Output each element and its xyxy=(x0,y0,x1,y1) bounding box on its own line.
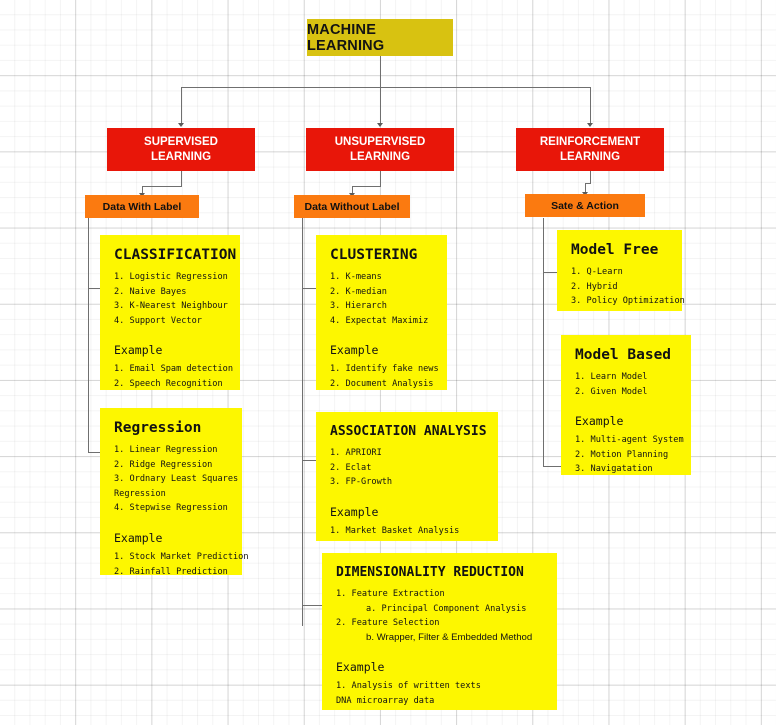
clustering-item: 1. K-means xyxy=(330,272,382,282)
node-data-with-label[interactable]: Data With Label xyxy=(85,195,199,218)
clustering-example: 1. Identify fake news xyxy=(330,364,439,375)
model-based-example: 2. Motion Planning xyxy=(575,449,669,460)
connector-spine-reinforcement xyxy=(543,218,544,466)
connector-reinforcement-over xyxy=(585,183,591,184)
model-based-example-label: Example xyxy=(575,414,624,429)
clustering-example: 2. Document Analysis xyxy=(330,378,434,389)
node-machine-learning[interactable]: MACHINE LEARNING xyxy=(307,19,453,56)
node-classification[interactable]: CLASSIFICATION 1. Logistic Regression 2.… xyxy=(100,235,240,390)
clustering-example-label: Example xyxy=(330,343,379,358)
association-item: 1. APRIORI xyxy=(330,448,382,458)
model-based-item: 2. Given Model xyxy=(575,386,648,397)
dimensionality-item: 2. Feature Selection xyxy=(336,618,440,629)
connector-spine-dimensionality xyxy=(302,605,322,606)
node-dimensionality-reduction[interactable]: DIMENSIONALITY REDUCTION 1. Feature Extr… xyxy=(322,553,557,710)
connector-root-bus xyxy=(181,87,590,88)
regression-item: 3. Ordnary Least Squares xyxy=(114,474,239,485)
model-free-item: 3. Policy Optimization xyxy=(571,296,685,307)
node-model-free[interactable]: Model Free 1. Q-Learn 2. Hybrid 3. Polic… xyxy=(557,230,685,311)
classification-title: CLASSIFICATION xyxy=(114,247,237,263)
connector-spine-association xyxy=(302,460,316,461)
connector-spine-model-based xyxy=(543,466,561,467)
classification-example: 2. Speech Recognition xyxy=(114,378,223,389)
clustering-item: 2. K-median xyxy=(330,286,387,297)
classification-example: 1. Email Spam detection xyxy=(114,364,233,375)
dimensionality-subitem: b. Wrapper, Filter & Embedded Method xyxy=(366,631,533,643)
node-sate-and-action[interactable]: Sate & Action xyxy=(525,194,645,217)
connector-root-stem xyxy=(380,56,381,87)
node-clustering[interactable]: CLUSTERING 1. K-means 2. K-median 3. Hie… xyxy=(316,235,447,390)
regression-item: 2. Ridge Regression xyxy=(114,459,213,470)
dimensionality-item: 1. Feature Extraction xyxy=(336,589,445,599)
classification-example-label: Example xyxy=(114,343,163,358)
regression-title: Regression xyxy=(114,420,202,436)
reinforcement-label: REINFORCEMENT LEARNING xyxy=(539,135,641,163)
model-based-title: Model Based xyxy=(575,347,672,363)
classification-item: 3. K-Nearest Neighbour xyxy=(114,301,228,312)
arrow-reinforcement xyxy=(587,123,593,127)
regression-item: 4. Stepwise Regression xyxy=(114,503,228,514)
connector-unsupervised-down xyxy=(380,171,381,186)
connector-to-reinforcement xyxy=(590,87,591,125)
connector-spine-regression xyxy=(88,452,100,453)
node-model-based[interactable]: Model Based 1. Learn Model 2. Given Mode… xyxy=(561,335,691,475)
node-supervised-learning[interactable]: SUPERVISED LEARNING xyxy=(107,128,255,171)
supervised-label: SUPERVISED LEARNING xyxy=(144,135,218,163)
association-item: 3. FP-Growth xyxy=(330,477,393,488)
arrow-unsupervised xyxy=(377,123,383,127)
classification-item: 2. Naive Bayes xyxy=(114,286,187,297)
association-item: 2. Eclat xyxy=(330,462,372,473)
clustering-title: CLUSTERING xyxy=(330,247,418,263)
association-title: ASSOCIATION ANALYSIS xyxy=(330,424,487,439)
regression-example-label: Example xyxy=(114,530,163,545)
node-data-without-label[interactable]: Data Without Label xyxy=(294,195,410,218)
node-reinforcement-learning[interactable]: REINFORCEMENT LEARNING xyxy=(516,128,664,171)
node-unsupervised-learning[interactable]: UNSUPERVISED LEARNING xyxy=(306,128,454,171)
connector-spine-clustering xyxy=(302,288,316,289)
classification-item: 1. Logistic Regression xyxy=(114,272,228,282)
model-based-example: 1. Multi-agent System xyxy=(575,435,684,446)
association-example-label: Example xyxy=(330,504,379,519)
connector-supervised-drop xyxy=(142,186,143,195)
connector-spine-supervised xyxy=(88,218,89,452)
unsupervised-label: UNSUPERVISED LEARNING xyxy=(334,135,426,163)
connector-spine-model-free xyxy=(543,272,557,273)
dimensionality-subitem: a. Principal Component Analysis xyxy=(366,603,527,614)
model-free-item: 1. Q-Learn xyxy=(571,267,623,277)
connector-spine-classification xyxy=(88,288,100,289)
model-based-item: 1. Learn Model xyxy=(575,372,648,382)
clustering-item: 3. Hierarch xyxy=(330,301,387,312)
node-regression[interactable]: Regression 1. Linear Regression 2. Ridge… xyxy=(100,408,249,577)
regression-item: 1. Linear Regression xyxy=(114,445,218,455)
regression-example: 1. Stock Market Prediction xyxy=(114,551,249,562)
connector-unsupervised-drop xyxy=(352,186,353,195)
classification-item: 4. Support Vector xyxy=(114,315,202,326)
connector-supervised-over xyxy=(142,186,182,187)
model-free-item: 2. Hybrid xyxy=(571,281,618,292)
association-example: 1. Market Basket Analysis xyxy=(330,525,460,536)
dimensionality-title: DIMENSIONALITY REDUCTION xyxy=(336,565,524,580)
dimensionality-example-label: Example xyxy=(336,660,385,675)
model-based-example: 3. Navigatation xyxy=(575,464,653,475)
connector-reinforcement-drop xyxy=(585,183,586,194)
connector-to-unsupervised xyxy=(380,87,381,125)
dimensionality-example: 1. Analysis of written texts xyxy=(336,681,481,692)
connector-unsupervised-over xyxy=(352,186,381,187)
connector-supervised-down xyxy=(181,171,182,186)
regression-example: 2. Rainfall Prediction xyxy=(114,566,228,577)
connector-spine-unsupervised xyxy=(302,218,303,626)
dimensionality-example: DNA microarray data xyxy=(336,695,435,706)
arrow-supervised xyxy=(178,123,184,127)
connector-to-supervised xyxy=(181,87,182,125)
node-association-analysis[interactable]: ASSOCIATION ANALYSIS 1. APRIORI 2. Eclat… xyxy=(316,412,498,541)
clustering-item: 4. Expectat Maximiz xyxy=(330,315,429,326)
model-free-title: Model Free xyxy=(571,242,659,258)
regression-item-wrap: Regression xyxy=(114,488,166,499)
connector-reinforcement-down xyxy=(590,171,591,183)
